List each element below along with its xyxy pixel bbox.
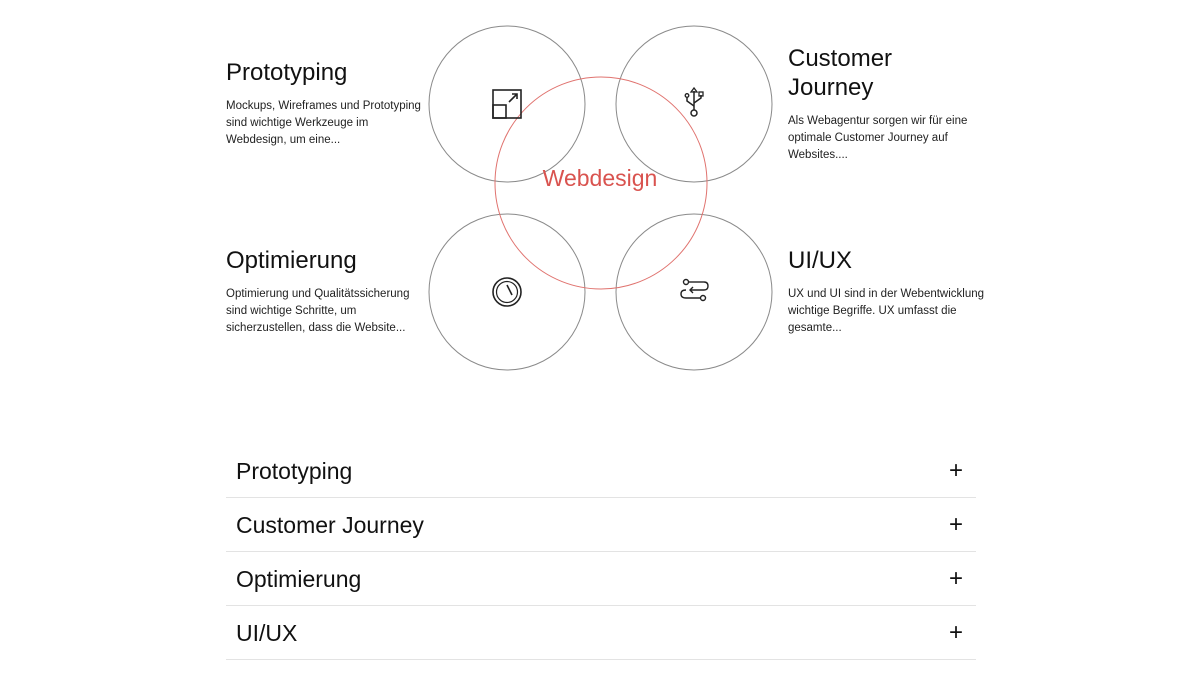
- service-accordion: Prototyping + Customer Journey + Optimie…: [226, 444, 976, 660]
- service-prototyping: Prototyping Mockups, Wireframes und Prot…: [226, 58, 426, 149]
- diagram-circles: [428, 25, 773, 371]
- accordion-item-optimierung[interactable]: Optimierung +: [226, 552, 976, 606]
- service-description: UX und UI sind in der Webentwicklung wic…: [788, 288, 985, 334]
- circle-optimierung[interactable]: [428, 213, 586, 371]
- gauge-icon: [492, 277, 522, 307]
- service-diagram: Webdesign Prototyping Mockups, Wireframe…: [226, 25, 988, 371]
- service-title: Customer Journey: [788, 45, 893, 101]
- plus-icon[interactable]: +: [948, 618, 963, 646]
- circle-prototyping[interactable]: [428, 25, 586, 183]
- circle-webdesign: [494, 76, 708, 290]
- service-title: UI/UX: [788, 247, 853, 274]
- service-description: Mockups, Wireframes und Prototyping sind…: [226, 100, 421, 146]
- service-title: Optimierung: [226, 247, 357, 274]
- accordion-item-uiux[interactable]: UI/UX +: [226, 606, 976, 660]
- plus-icon[interactable]: +: [948, 510, 963, 538]
- service-customer-journey: Customer Journey Als Webagentur sorgen w…: [788, 44, 983, 164]
- usb-icon: [684, 86, 704, 117]
- service-uiux: UI/UX UX und UI sind in der Webentwicklu…: [788, 246, 988, 337]
- accordion-item-label: UI/UX: [236, 619, 298, 646]
- accordion-item-customer-journey[interactable]: Customer Journey +: [226, 498, 976, 552]
- accordion-item-label: Customer Journey: [236, 511, 424, 538]
- service-description: Optimierung und Qualitätssicherung sind …: [226, 288, 410, 334]
- circle-customer-journey[interactable]: [615, 25, 773, 183]
- flow-icon: [680, 278, 709, 302]
- accordion-item-label: Prototyping: [236, 457, 353, 484]
- service-description: Als Webagentur sorgen wir für eine optim…: [788, 115, 968, 161]
- expand-icon: [492, 89, 522, 119]
- plus-icon[interactable]: +: [948, 456, 963, 484]
- accordion-item-label: Optimierung: [236, 565, 362, 592]
- center-label-webdesign: Webdesign: [542, 165, 658, 191]
- circle-uiux[interactable]: [615, 213, 773, 371]
- service-title: Prototyping: [226, 59, 348, 86]
- accordion-item-prototyping[interactable]: Prototyping +: [226, 444, 976, 498]
- service-optimierung: Optimierung Optimierung und Qualitätssic…: [226, 246, 426, 337]
- plus-icon[interactable]: +: [948, 564, 963, 592]
